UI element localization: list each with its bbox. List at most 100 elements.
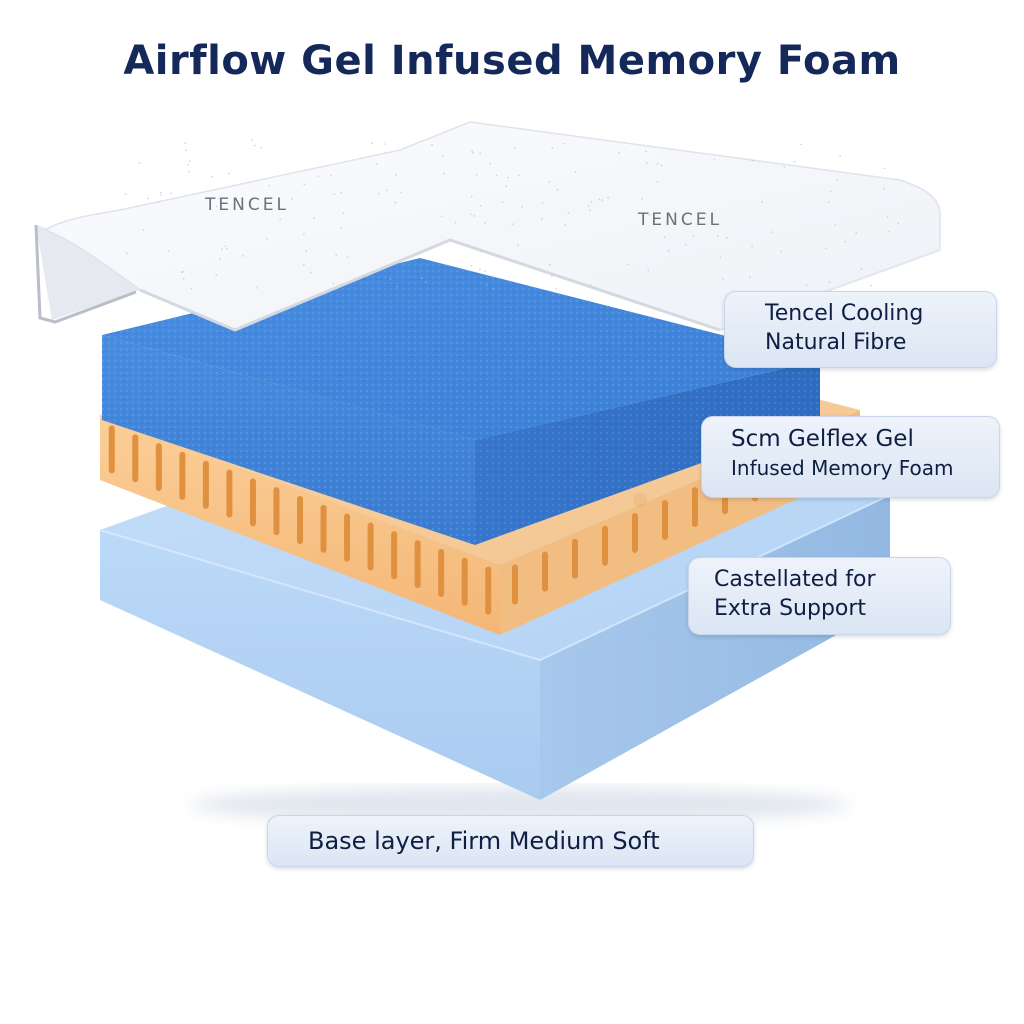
cover-speck <box>255 286 258 289</box>
cover-speck <box>770 231 773 234</box>
callout-base-layer: Base layer, Firm Medium Soft <box>267 815 754 867</box>
cover-speck <box>828 281 831 284</box>
cover-speck <box>647 269 650 272</box>
castellation-notch <box>249 478 256 527</box>
cover-speck <box>226 247 229 250</box>
cover-speck <box>184 142 187 145</box>
cover-speck <box>827 201 830 204</box>
cover-speck <box>291 198 294 200</box>
cover-speck <box>313 217 316 220</box>
castellation-notch <box>226 469 233 518</box>
cover-speck <box>541 202 544 205</box>
cover-speck <box>188 160 191 163</box>
cover-speck <box>656 162 659 165</box>
cover-speck <box>342 212 345 215</box>
cover-speck <box>396 285 399 288</box>
cover-speck <box>564 224 567 226</box>
cover-speck <box>870 284 873 287</box>
cover-speck <box>303 233 305 236</box>
cover-speck <box>310 271 312 274</box>
cover-speck <box>751 245 754 248</box>
cover-speck <box>551 275 553 277</box>
cover-speck <box>254 144 256 147</box>
cover-speck <box>548 263 551 266</box>
cover-speck <box>562 142 565 145</box>
castellation-notch <box>602 525 608 566</box>
cover-speck <box>555 287 557 290</box>
cover-speck <box>719 256 722 259</box>
cover-speck <box>501 201 504 204</box>
cover-speck <box>383 143 386 146</box>
cover-speck <box>279 218 281 221</box>
cover-speck <box>220 248 223 251</box>
cover-speck <box>363 275 366 278</box>
castellation-notch <box>297 496 303 544</box>
cover-speck <box>147 197 150 200</box>
castellation-notch <box>632 512 638 553</box>
cover-speck <box>470 195 473 198</box>
castellation-notch <box>572 538 578 579</box>
castellation-notch <box>132 434 139 483</box>
cover-speck <box>431 143 433 146</box>
cover-speck <box>443 172 445 175</box>
cover-speck <box>159 191 162 194</box>
cover-speck <box>480 249 483 252</box>
cover-speck <box>713 158 716 161</box>
cover-speck <box>551 146 554 149</box>
callout-line: Base layer, Firm Medium Soft <box>308 827 660 855</box>
cover-speck <box>469 213 472 216</box>
cover-speck <box>389 278 392 281</box>
cover-speck <box>224 245 227 248</box>
cover-speck <box>506 176 509 179</box>
cover-speck <box>761 200 763 203</box>
cover-speck <box>471 150 474 153</box>
castellation-notch <box>512 564 518 605</box>
cover-speck <box>218 197 221 200</box>
cover-speck <box>303 183 306 186</box>
callout-castellated-support: Castellated for Extra Support <box>688 557 951 635</box>
cover-speck <box>424 280 427 283</box>
castellation-notch <box>367 522 374 571</box>
cover-speck <box>421 277 424 280</box>
cover-speck <box>479 152 482 155</box>
cover-speck <box>187 163 189 166</box>
castellation-notch <box>273 487 280 536</box>
cover-speck <box>250 139 253 142</box>
castellation-notch <box>202 460 209 509</box>
cover-speck <box>180 271 183 274</box>
cover-speck <box>520 205 523 208</box>
castellation-notch <box>461 557 468 606</box>
cover-speck <box>897 222 900 225</box>
cover-speck <box>440 215 443 218</box>
page-title: Airflow Gel Infused Memory Foam <box>123 38 901 84</box>
cover-speck <box>883 167 886 170</box>
cover-speck <box>190 287 193 290</box>
cover-speck <box>340 226 342 229</box>
cover-speck <box>722 277 724 280</box>
cover-speck <box>394 201 397 204</box>
cover-speck <box>268 184 270 187</box>
cover-speck <box>219 258 221 260</box>
cover-speck <box>779 250 782 253</box>
cover-speck <box>495 174 498 177</box>
cover-speck <box>717 235 719 237</box>
cover-speck <box>684 243 687 246</box>
castellation-notch <box>344 513 351 562</box>
cover-texture <box>124 139 900 290</box>
cover-speck <box>540 218 543 220</box>
cover-speck <box>305 250 308 252</box>
cover-speck <box>339 191 342 194</box>
cover-speck <box>386 189 388 192</box>
cover-speck <box>589 209 591 212</box>
cover-speck <box>125 252 128 255</box>
castellation-notch <box>320 504 327 553</box>
cover-speck <box>473 215 476 217</box>
cover-speck <box>844 240 847 243</box>
castellation-notch <box>155 443 162 492</box>
callout-line: Tencel Cooling <box>765 301 924 326</box>
cover-speck <box>505 185 508 188</box>
castellation-notch <box>662 499 668 540</box>
cover-speck <box>157 200 160 203</box>
tencel-mark-right: TENCEL <box>637 210 722 230</box>
cover-speck <box>371 142 373 145</box>
